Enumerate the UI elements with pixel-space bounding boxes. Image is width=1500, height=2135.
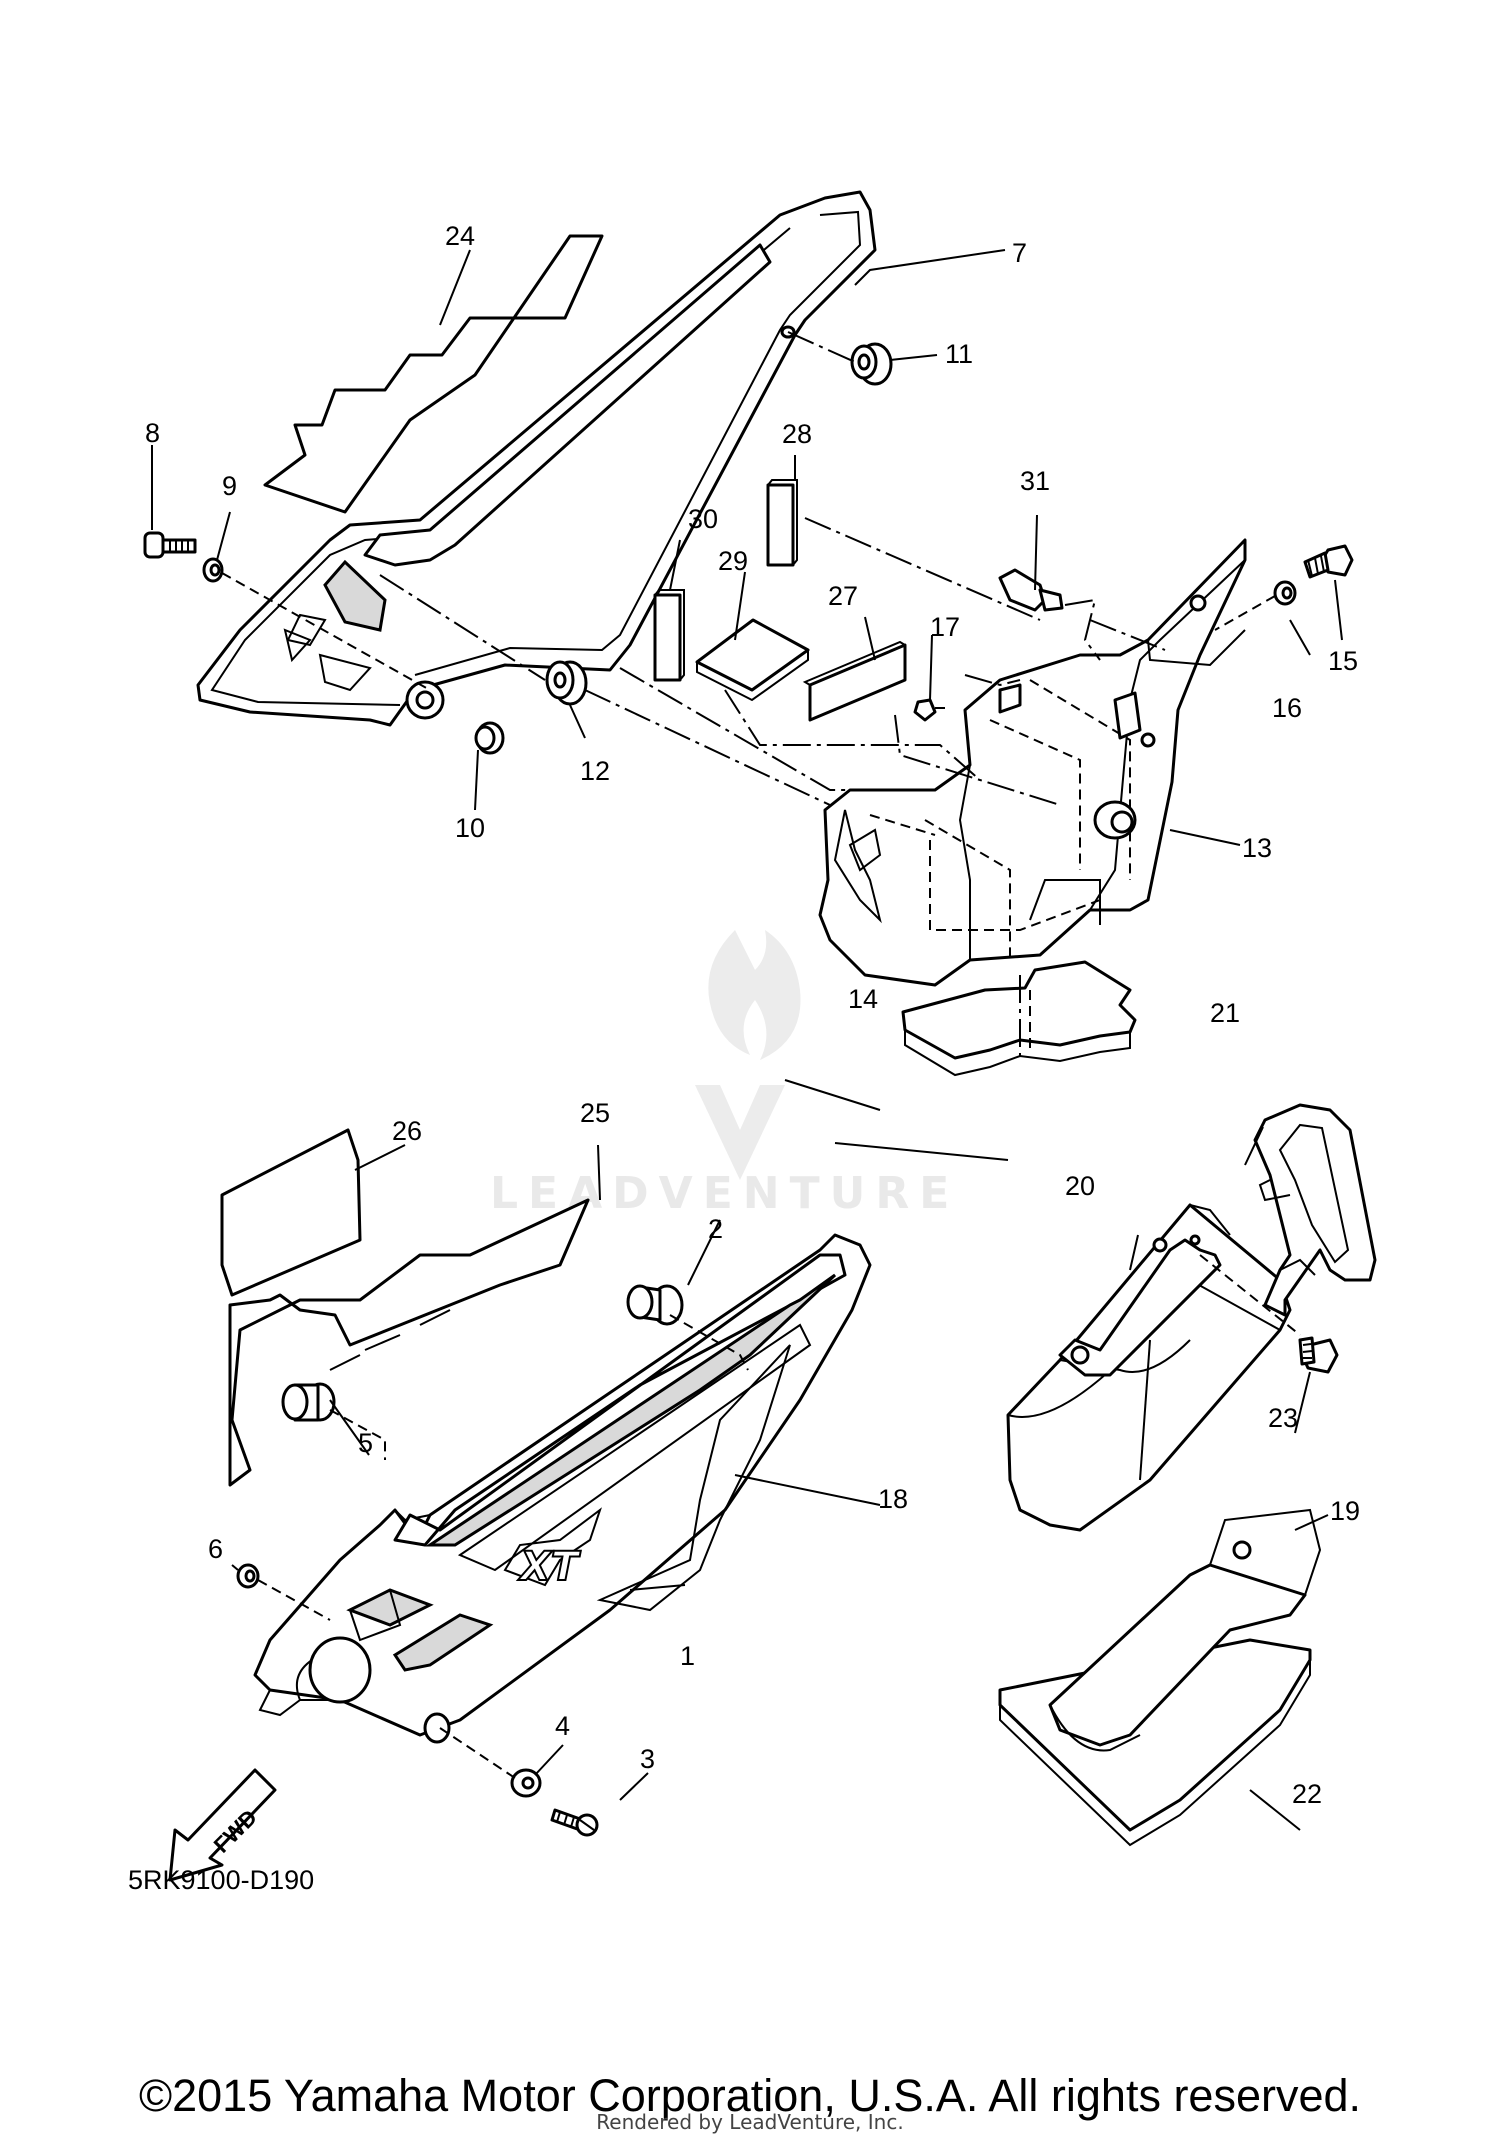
decal-24	[263, 234, 604, 514]
callout-labels: 24 7 8 9 10 11 12 13 14 15 16 17 18 19 2…	[145, 221, 1360, 1809]
callout-28: 28	[782, 419, 812, 449]
damper-12	[545, 660, 588, 706]
screw-3	[550, 1808, 599, 1837]
callout-15: 15	[1328, 646, 1358, 676]
callout-22: 22	[1292, 1779, 1322, 1809]
callout-30: 30	[688, 504, 718, 534]
damper-5	[281, 1382, 336, 1422]
callout-4: 4	[555, 1711, 570, 1741]
callout-10: 10	[455, 813, 485, 843]
diagram-code: 5RK9100-D190	[128, 1865, 315, 1895]
callout-6: 6	[208, 1534, 223, 1564]
callout-24: 24	[445, 221, 475, 251]
side-cover-7	[196, 190, 877, 727]
callout-16: 16	[1272, 693, 1302, 723]
bolt-23	[1298, 1336, 1339, 1374]
callout-12: 12	[580, 756, 610, 786]
callout-5: 5	[358, 1428, 373, 1458]
side-cover-1: XT	[253, 1233, 872, 1744]
callout-13: 13	[1242, 833, 1272, 863]
callout-21: 21	[1210, 998, 1240, 1028]
callout-23: 23	[1268, 1403, 1298, 1433]
pad-30	[653, 589, 685, 682]
callout-26: 26	[392, 1116, 422, 1146]
callout-3: 3	[640, 1744, 655, 1774]
callout-31: 31	[1020, 466, 1050, 496]
damper-2	[626, 1284, 684, 1326]
box-13	[818, 538, 1247, 987]
callout-20: 20	[1065, 1171, 1095, 1201]
damper-11	[850, 342, 893, 386]
callout-7: 7	[1012, 238, 1027, 268]
decal-26	[220, 1128, 362, 1297]
callout-14: 14	[848, 984, 878, 1014]
callout-27: 27	[828, 581, 858, 611]
washer-16	[1273, 580, 1297, 606]
washer-4	[510, 1768, 542, 1798]
box-20	[1006, 1203, 1292, 1532]
callout-1: 1	[680, 1641, 695, 1671]
handle-21	[1253, 1103, 1377, 1317]
callout-9: 9	[222, 471, 237, 501]
pad-28	[766, 479, 798, 567]
screw-17	[913, 698, 945, 722]
pad-27	[802, 640, 907, 722]
rendered-by-notice: Rendered by LeadVenture, Inc.	[596, 2110, 904, 2134]
callout-18: 18	[878, 1484, 908, 1514]
watermark: LEADVENTURE	[490, 930, 949, 1219]
bolt-15	[1303, 544, 1354, 579]
washer-9	[202, 557, 224, 583]
decal-25	[228, 1198, 590, 1487]
bolt-8	[143, 531, 197, 559]
callout-11: 11	[945, 339, 973, 369]
washer-6	[236, 1563, 260, 1589]
xt-logo: XT	[517, 1544, 581, 1590]
callout-2: 2	[708, 1214, 723, 1244]
callout-8: 8	[145, 418, 160, 448]
fwd-arrow: FWD	[168, 1768, 277, 1882]
clip-31	[998, 568, 1064, 612]
copyright-notice: ©2015 Yamaha Motor Corporation, U.S.A. A…	[138, 2070, 1362, 2121]
callout-25: 25	[580, 1098, 610, 1128]
grommet-10	[474, 721, 505, 755]
callout-29: 29	[718, 546, 748, 576]
callout-17: 17	[930, 612, 960, 642]
pouch-19	[1048, 1508, 1322, 1752]
callout-19: 19	[1330, 1496, 1360, 1526]
pad-29	[695, 618, 810, 702]
